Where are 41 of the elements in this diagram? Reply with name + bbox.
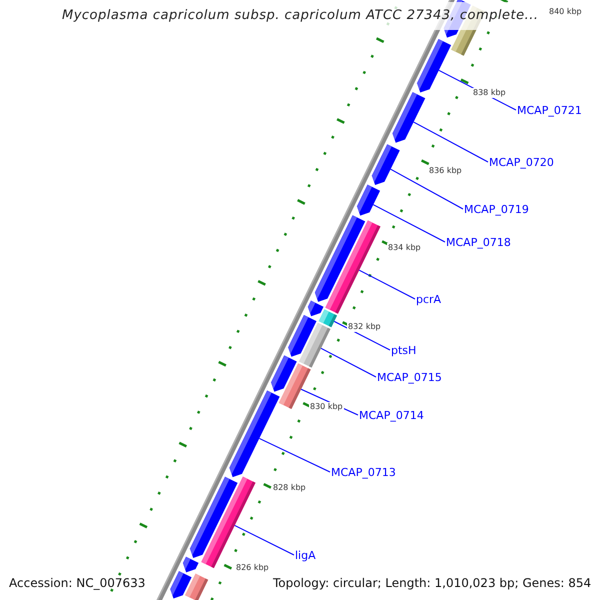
gene-feature [392, 92, 426, 143]
leader-line [372, 204, 446, 242]
gene-feature [271, 355, 297, 392]
gene-feature [190, 476, 238, 558]
gene-label: ptsH [391, 344, 416, 357]
leader-line [320, 348, 376, 378]
gene-label: MCAP_0720 [489, 156, 554, 169]
gene-feature [314, 215, 366, 302]
gene-feature [308, 300, 324, 316]
gene-feature [288, 314, 317, 357]
scale-label: 830 kbp [309, 402, 344, 412]
gene-feature [229, 390, 280, 478]
scale-label: 832 kbp [347, 322, 382, 332]
leader-line [390, 168, 464, 210]
gene-label: MCAP_0714 [359, 409, 424, 422]
leader-line [258, 438, 330, 472]
leader-line [413, 122, 488, 162]
leader-line [334, 320, 390, 350]
gene-feature [182, 556, 199, 572]
gene-label: MCAP_0719 [464, 203, 529, 216]
info-text: Topology: circular; Length: 1,010,023 bp; Genes: 854 [273, 576, 592, 590]
gene-feature [417, 39, 452, 92]
gene-label: MCAP_0721 [517, 104, 582, 117]
gene-label: MCAP_0718 [446, 236, 511, 249]
gene-feature [356, 184, 380, 216]
info-text: Accession: NC_007633 [9, 576, 146, 590]
gene-label: pcrA [416, 293, 442, 306]
title: Mycoplasma capricolum subsp. capricolum ATCC 27343, complete... [62, 2, 538, 30]
gene-label: ligA [295, 549, 316, 562]
leader-line [234, 524, 294, 556]
scale-label: 828 kbp [272, 483, 307, 493]
leader-line [358, 270, 416, 300]
scale-label: 838 kbp [472, 88, 507, 98]
gene-label: MCAP_0715 [377, 371, 442, 384]
scale-label: 834 kbp [387, 243, 422, 253]
gene-label: MCAP_0713 [331, 466, 396, 479]
scale-label: 840 kbp [548, 7, 583, 17]
scale-label: 826 kbp [235, 563, 270, 573]
gene-feature [170, 571, 192, 598]
scale-label: 836 kbp [428, 166, 463, 176]
gene-feature [372, 144, 400, 186]
